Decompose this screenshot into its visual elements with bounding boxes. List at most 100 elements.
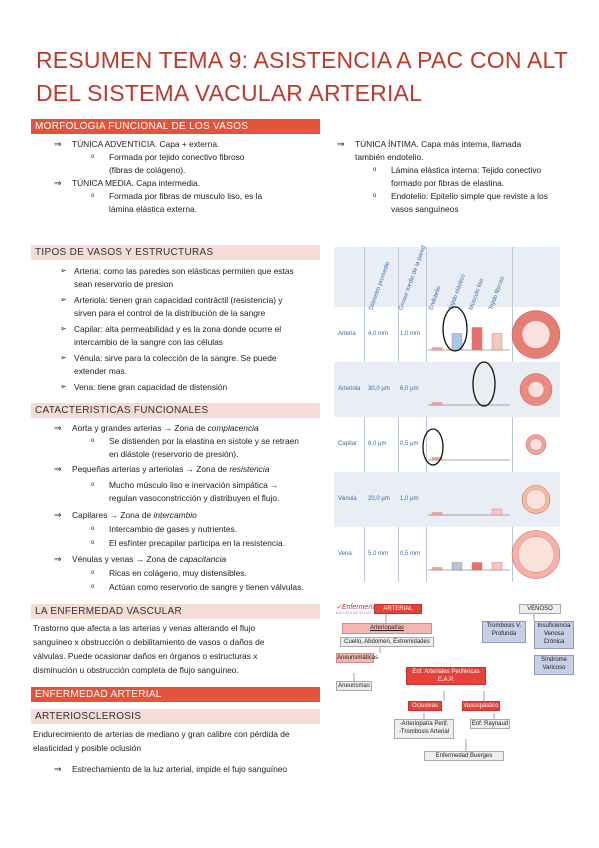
figure-header bbox=[334, 247, 560, 307]
enfart-p1: Endurecimiento de arterias de mediano y … bbox=[33, 729, 290, 739]
enfvasc-p1: Trastorno que afecta a las arterias y ve… bbox=[33, 623, 256, 633]
circle-bullet-icon: o bbox=[91, 570, 95, 576]
check-logo-icon: ✓ bbox=[336, 604, 342, 611]
node-oclusivas: Oclusivas bbox=[408, 701, 442, 711]
highlight-oval bbox=[472, 361, 496, 407]
tipo-arteriola-l2: sirven para el control de la distribució… bbox=[74, 308, 266, 318]
aorta-sub1: Se distienden por la elastina en sístole… bbox=[109, 436, 299, 446]
row-grosor: 6,0 µm bbox=[400, 385, 419, 392]
tipo-arteria-l2: sean reservorio de presion bbox=[74, 279, 174, 289]
figure-row: Vena 5,0 mm 0,5 mm bbox=[334, 527, 560, 582]
vessel-lumen bbox=[521, 320, 551, 349]
circle-bullet-icon: o bbox=[91, 154, 95, 160]
cap-sub1: Intercambio de gases y nutrientes. bbox=[109, 524, 238, 534]
peq-sub1: Mucho músculo liso e inervación simpátic… bbox=[109, 480, 279, 490]
section-morfologia-heading: MORFOLOGIA FUNCIONAL DE LOS VASOS SANGUI… bbox=[31, 119, 320, 147]
lamina-line1: Lámina elástica interna: Tejido conectiv… bbox=[391, 165, 542, 175]
node-arteriopatia-perif: -Arteriopatía Perif.-Trombosis Arterial bbox=[394, 719, 454, 739]
ven-item: Vénulas y venas → Zona de capacitancia bbox=[72, 554, 227, 564]
adventicia-sub1: Formada por tejido conectivo fibroso bbox=[109, 152, 245, 162]
ven-sub1: Ricas en colágeno, muy distensibles. bbox=[109, 568, 247, 578]
enfart-p2: elasticidad y posible oclusión bbox=[33, 743, 142, 753]
circle-bullet-icon: o bbox=[91, 584, 95, 590]
ven-sub2: Actúan como reservorio de sangre y tiene… bbox=[109, 582, 304, 592]
tissue-bar bbox=[471, 562, 483, 571]
circle-bullet-icon: o bbox=[91, 482, 95, 488]
tissue-bar bbox=[491, 508, 503, 516]
enfvasc-p4: disminución u obstrucción completa de fl… bbox=[33, 665, 239, 675]
row-grosor: 1,0 mm bbox=[400, 330, 421, 337]
section-tipos-heading: TIPOS DE VASOS Y ESTRUCTURAS bbox=[31, 245, 320, 260]
peq-sub2: regulan vasoconstricción y distribuyen e… bbox=[109, 493, 280, 503]
node-trombosis: Trombosis V.Profunda bbox=[482, 621, 526, 643]
circle-bullet-icon: o bbox=[91, 540, 95, 546]
node-aneurismas: Aneurismas bbox=[336, 681, 372, 691]
arrow-icon: ⇒ bbox=[54, 139, 62, 149]
media-text: TÚNICA MEDIA. Capa intermedia. bbox=[72, 178, 200, 188]
lamina-line2: formado por fibras de elastina. bbox=[391, 178, 505, 188]
intima-line2: también endotelio. bbox=[355, 152, 424, 162]
row-diametro: 8,0 µm bbox=[368, 440, 387, 447]
tipo-venula-l2: extender mas. bbox=[74, 366, 128, 376]
tissue-bar bbox=[451, 562, 463, 571]
enfvasc-p3: válvulas. Puede ocasionar daños en órgan… bbox=[33, 651, 258, 661]
row-diametro: 30,0 µm bbox=[368, 385, 390, 392]
tissue-bar bbox=[471, 327, 483, 351]
circle-bullet-icon: o bbox=[91, 193, 95, 199]
arrow-bullet-icon: ➢ bbox=[60, 295, 67, 304]
section-arteriosclerosis-heading: ARTERIOSCLEROSIS bbox=[31, 709, 320, 724]
arrow-icon: ⇒ bbox=[54, 178, 62, 188]
tissue-bar bbox=[431, 512, 443, 516]
endotelio-line1: Endotelio: Epitelio simple que reviste a… bbox=[391, 191, 548, 201]
arrow-icon: ⇒ bbox=[337, 139, 345, 149]
aorta-item: Aorta y grandes arterias → Zona de compl… bbox=[72, 423, 259, 433]
adventicia-text: TÚNICA ADVENTICIA. Capa + externa. bbox=[72, 139, 220, 149]
row-diametro: 5,0 mm bbox=[368, 550, 389, 557]
row-label: Vena bbox=[338, 550, 352, 557]
figure-row: Arteria 4,0 mm 1,0 mm bbox=[334, 307, 560, 362]
diagram-connectors bbox=[353, 613, 535, 751]
vessel-lumen bbox=[525, 489, 547, 510]
vessel-lumen bbox=[529, 438, 543, 451]
enfvasc-p2: sanguíneo x obstrucción o debilitamiento… bbox=[33, 637, 265, 647]
intima-line1: TÚNICA ÍNTIMA. Capa más interna, llamada bbox=[355, 139, 522, 149]
tipo-venula-l1: Vénula: sirve para la colección de la sa… bbox=[74, 353, 277, 363]
arrow-icon: ⇒ bbox=[54, 764, 62, 774]
circle-bullet-icon: o bbox=[373, 193, 377, 199]
row-diametro: 4,0 mm bbox=[368, 330, 389, 337]
section-caract-heading: CATACTERISTICAS FUNCIONALES bbox=[31, 403, 320, 418]
peq-item: Pequeñas arterias y arteriolas → Zona de… bbox=[72, 464, 270, 474]
media-sub1: Formada por fibras de musculo liso, es l… bbox=[109, 191, 263, 201]
tissue-bar bbox=[431, 567, 443, 571]
adventicia-sub2: (fibras de colágeno). bbox=[109, 165, 186, 175]
arrow-bullet-icon: ➢ bbox=[60, 266, 67, 275]
page-title: RESUMEN TEMA 9: ASISTENCIA A PAC CON ALT… bbox=[36, 44, 576, 110]
highlight-oval bbox=[422, 428, 444, 466]
tipo-capilar-l2: intercambio de la sangre con las células bbox=[74, 337, 223, 347]
cap-item: Capilares → Zona de intercambio bbox=[72, 510, 197, 520]
vessel-lumen bbox=[527, 381, 545, 398]
endotelio-line2: vasos sanguíneos bbox=[391, 204, 459, 214]
node-arteriopatias: Arteriopatías bbox=[342, 623, 432, 634]
node-arterial: ARTERIAL bbox=[374, 604, 422, 614]
node-aneurismaticas: Aneurismáticas bbox=[336, 653, 379, 663]
arrow-icon: ⇒ bbox=[54, 510, 62, 520]
row-grosor: 0,5 µm bbox=[400, 440, 419, 447]
row-grosor: 0,5 mm bbox=[400, 550, 421, 557]
arrow-icon: ⇒ bbox=[54, 464, 62, 474]
circle-bullet-icon: o bbox=[91, 438, 95, 444]
arrow-bullet-icon: ➢ bbox=[60, 382, 67, 391]
tissue-bar bbox=[451, 333, 463, 351]
section-enfart-heading: ENFERMEDAD ARTERIAL bbox=[31, 687, 320, 702]
media-sub2: lámina elástica externa. bbox=[109, 204, 197, 214]
arrow-icon: ⇒ bbox=[54, 423, 62, 433]
tipo-arteria-l1: Arteria: como las paredes son elásticas … bbox=[74, 266, 294, 276]
enfart-item: Estrechamiento de la luz arterial, impid… bbox=[72, 764, 288, 774]
arrow-bullet-icon: ➢ bbox=[60, 324, 67, 333]
node-cuello: Cuello, Abdomen, Extremidades bbox=[340, 637, 434, 647]
row-label: Arteria bbox=[338, 330, 356, 337]
vessel-illustrations bbox=[422, 306, 560, 579]
